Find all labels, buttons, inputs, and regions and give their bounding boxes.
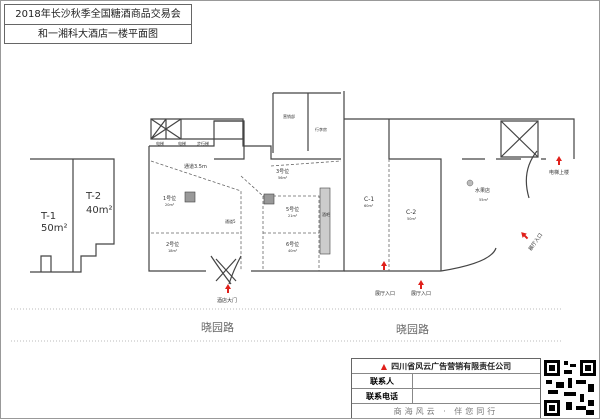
fruit-shop-name: 水果店 xyxy=(475,187,490,194)
luggage-label: 行李房 xyxy=(315,126,327,132)
contact-row: 联系人 xyxy=(352,374,540,389)
company-logo-icon: ▲ xyxy=(380,361,388,371)
page-title: 2018年长沙秋季全国糖酒商品交易会 xyxy=(15,9,181,20)
shop-c1-name: C-1 xyxy=(364,196,374,203)
tent-t2-name: T-2 xyxy=(85,191,101,202)
booth-3-name: 3号位 xyxy=(276,168,289,175)
road-label-right: 晓园路 xyxy=(396,323,429,336)
stairs-label: 步行梯 xyxy=(197,140,209,146)
tent-t1-area: 50m² xyxy=(41,223,67,234)
main-door-label: 酒店大门 xyxy=(217,297,237,304)
fruit-shop-area: 55m² xyxy=(479,198,489,202)
hall-entrance-arrow-icon xyxy=(418,280,424,289)
hall-entrance-label-2: 展厅入口 xyxy=(411,291,431,297)
corridor-top-label: 通道3.5m xyxy=(184,163,207,170)
hotel-building: 酒吧 电梯 电梯 步行梯 营销部 行李房 通道3.5m 通道5 1号位 20m²… xyxy=(148,91,345,304)
bar-label: 酒吧 xyxy=(322,211,330,217)
booth-2-area: 18m² xyxy=(168,249,178,253)
elevator-label-2: 电梯 xyxy=(178,140,186,146)
contact-label: 联系人 xyxy=(352,374,413,388)
shop-c2-name: C-2 xyxy=(406,209,416,216)
company-name: 四川省风云广告营销有限责任公司 xyxy=(391,361,512,371)
tent-t2-area: 40m² xyxy=(86,205,112,216)
elevator-label-1: 电梯 xyxy=(156,140,164,146)
shops-area: C-1 60m² C-2 50m² 水果店 55m² 电梯上楼 展厅入口 展厅入… xyxy=(344,118,575,297)
bar-counter xyxy=(319,187,331,255)
booth-3-area: 56m² xyxy=(278,176,288,180)
shop-c1-area: 60m² xyxy=(364,204,374,208)
booth-2-name: 2号位 xyxy=(166,241,179,248)
tent-area: T-1 50m² T-2 40m² xyxy=(30,158,115,273)
phone-label: 联系电话 xyxy=(352,389,413,403)
qr-code-icon xyxy=(542,358,598,418)
elevator-up-label: 电梯上楼 xyxy=(549,169,569,176)
company-info-box: ▲ 四川省风云广告营销有限责任公司 联系人 联系电话 商海风云 · 伴您同行 xyxy=(351,358,541,418)
elevator-up-arrow-icon xyxy=(556,156,562,165)
slogan: 商海风云 · 伴您同行 xyxy=(393,406,499,416)
hall-entrance-arrow-icon xyxy=(381,261,387,270)
corridor-mid-label: 通道5 xyxy=(225,218,236,224)
hall-entrance-label-3: 展厅入口 xyxy=(528,232,544,252)
road-label-left: 晓园路 xyxy=(201,321,234,334)
shop-c2-area: 50m² xyxy=(407,217,417,221)
booth-1-area: 20m² xyxy=(165,203,175,207)
main-door-arrow-icon xyxy=(225,284,231,293)
booth-1-name: 1号位 xyxy=(163,195,176,202)
hall-entrance-label-1: 展厅入口 xyxy=(375,291,395,297)
booth-6-name: 6号位 xyxy=(286,241,299,248)
booth-5-name: 5号位 xyxy=(286,206,299,213)
company-row: ▲ 四川省风云广告营销有限责任公司 xyxy=(352,359,540,374)
hall-entrance-arrow-icon xyxy=(521,232,529,240)
marketing-label: 营销部 xyxy=(283,113,295,119)
phone-row: 联系电话 xyxy=(352,389,540,404)
tent-t1-name: T-1 xyxy=(40,211,56,222)
page-subtitle: 和一湘科大酒店一楼平面图 xyxy=(5,24,191,44)
booth-6-area: 40m² xyxy=(288,249,298,253)
title-box: 2018年长沙秋季全国糖酒商品交易会 和一湘科大酒店一楼平面图 xyxy=(4,4,192,44)
booth-5-area: 21m² xyxy=(288,214,298,218)
